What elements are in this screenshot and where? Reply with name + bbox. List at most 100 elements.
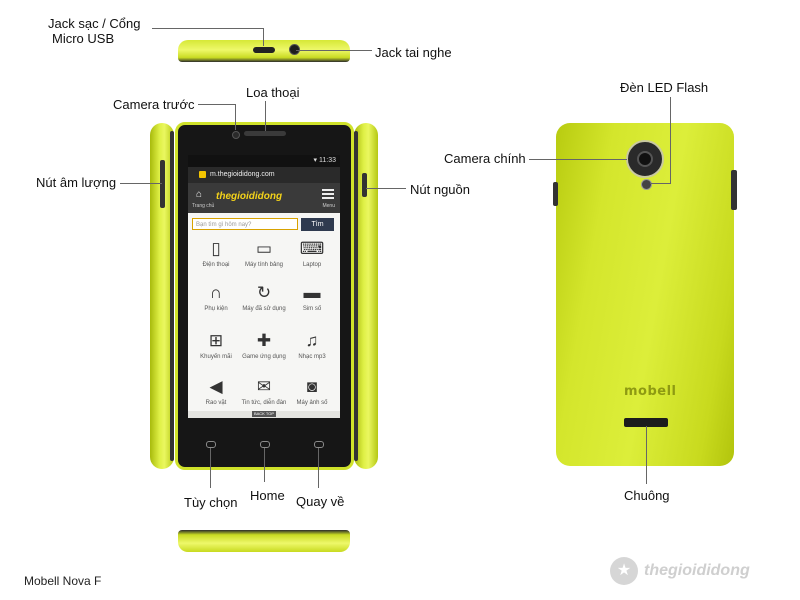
label-charging-port-line1: Jack sạc / Cổng xyxy=(48,16,141,31)
category-label: Máy tính bảng xyxy=(244,262,284,268)
label-home-key: Home xyxy=(250,488,285,503)
site-header: ⌂ Trang chủ thegioididong Menu xyxy=(188,183,340,213)
favicon-icon xyxy=(199,171,206,178)
used-device-icon: ↻ xyxy=(256,283,272,302)
category-label: Rao vặt xyxy=(205,400,227,406)
status-bar: ▾ 11:33 xyxy=(188,155,340,167)
category-label: Phụ kiện xyxy=(204,306,228,312)
back-side-button-left xyxy=(553,182,558,206)
leader-home-key xyxy=(264,448,265,482)
camera-icon: ◙ xyxy=(306,377,318,396)
leader-led-flash xyxy=(670,97,671,183)
screen-footer: BACK TOP xyxy=(188,411,340,418)
sim-icon: ▬ xyxy=(303,283,321,302)
front-camera xyxy=(232,131,240,139)
leader-speaker xyxy=(646,426,647,484)
phone-bottom-edge xyxy=(178,530,350,552)
search-input[interactable]: Bạn tìm gì hôm nay? xyxy=(192,218,298,230)
leader-headphone-jack xyxy=(296,50,372,51)
category-label: Game ứng dụng xyxy=(242,354,286,360)
menu-key-icon xyxy=(206,441,216,448)
loudspeaker-grille xyxy=(624,418,668,427)
leader-earpiece xyxy=(265,101,266,131)
label-front-camera: Camera trước xyxy=(113,97,195,112)
home-label: Trang chủ xyxy=(192,203,215,209)
category-label: Tin tức, diễn đàn xyxy=(241,400,287,406)
leader-charging-port xyxy=(152,28,264,29)
label-back-key: Quay về xyxy=(296,494,345,509)
leader-power-button xyxy=(366,188,406,189)
tablet-icon: ▭ xyxy=(255,239,273,258)
category-item[interactable]: ⌨ Laptop xyxy=(288,237,336,289)
watermark-runner-icon: ★ xyxy=(610,557,638,585)
led-flash xyxy=(641,179,652,190)
category-item[interactable]: ⊞ Khuyến mãi xyxy=(192,329,240,381)
category-item[interactable]: ✚ Game ứng dụng xyxy=(240,329,288,381)
music-icon: ♫ xyxy=(305,331,319,350)
category-label: Khuyến mãi xyxy=(200,354,232,360)
label-headphone-jack: Jack tai nghe xyxy=(375,45,452,60)
headphones-icon: ∩ xyxy=(209,283,223,302)
back-brand-logo: mobell xyxy=(624,384,677,399)
category-item[interactable]: ♫ Nhạc mp3 xyxy=(288,329,336,381)
category-label: Điện thoại xyxy=(202,262,230,268)
power-button xyxy=(362,173,367,197)
search-button[interactable]: Tìm xyxy=(301,218,334,231)
category-item[interactable]: ∩ Phụ kiện xyxy=(192,281,240,333)
category-label: Nhạc mp3 xyxy=(298,354,326,360)
menu-icon[interactable] xyxy=(322,189,334,199)
category-label: Máy đã sử dụng xyxy=(242,306,286,312)
status-time: 11:33 xyxy=(319,157,336,164)
leader-main-camera xyxy=(529,159,627,160)
footer-strip-label[interactable]: BACK TOP xyxy=(252,411,276,417)
model-caption: Mobell Nova F xyxy=(24,574,102,588)
leader-volume-button xyxy=(120,183,162,184)
micro-usb-port xyxy=(253,47,275,53)
address-bar[interactable]: m.thegioididong.com xyxy=(188,167,340,183)
headphone-jack-port xyxy=(289,44,300,55)
leader-back-key xyxy=(318,448,319,488)
leader-led-flash-hook xyxy=(650,183,671,184)
label-speaker: Chuông xyxy=(624,488,670,503)
leader-front-camera xyxy=(198,104,235,105)
earpiece-speaker xyxy=(244,131,286,136)
home-icon[interactable]: ⌂ xyxy=(196,189,203,200)
leader-front-camera-drop xyxy=(235,104,236,130)
address-url: m.thegioididong.com xyxy=(210,171,275,178)
menu-label: Menu xyxy=(322,203,335,209)
category-item[interactable]: ✉ Tin tức, diễn đàn xyxy=(240,375,288,418)
category-label: Sim số xyxy=(302,306,322,312)
search-row: Bạn tìm gì hôm nay? Tìm xyxy=(192,218,336,232)
category-item[interactable]: ▬ Sim số xyxy=(288,281,336,333)
gamepad-icon: ✚ xyxy=(256,331,272,350)
label-menu-key: Tùy chọn xyxy=(184,495,238,510)
label-volume-button: Nút âm lượng xyxy=(36,175,117,190)
label-power-button: Nút nguồn xyxy=(410,182,470,197)
watermark-text: thegioididong xyxy=(644,562,750,579)
category-label: Máy ảnh số xyxy=(296,400,328,406)
back-key-icon xyxy=(314,441,324,448)
laptop-icon: ⌨ xyxy=(299,239,325,258)
news-icon: ✉ xyxy=(256,377,272,396)
category-item[interactable]: ▯ Điện thoại xyxy=(192,237,240,289)
label-charging-port-line2: Micro USB xyxy=(52,31,115,46)
camera-lens-icon xyxy=(637,151,653,167)
phone-screen: ▾ 11:33 m.thegioididong.com ⌂ Trang chủ … xyxy=(188,155,340,418)
phone-icon: ▯ xyxy=(211,239,221,258)
home-key-icon xyxy=(260,441,270,448)
label-main-camera: Camera chính xyxy=(444,151,526,166)
category-item[interactable]: ▭ Máy tính bảng xyxy=(240,237,288,289)
label-earpiece: Loa thoại xyxy=(246,85,300,100)
volume-button xyxy=(160,160,165,208)
main-camera xyxy=(626,140,664,178)
label-charging-port: Jack sạc / Cổng Micro USB xyxy=(48,16,158,46)
category-item[interactable]: ◀ Rao vặt xyxy=(192,375,240,418)
gift-icon: ⊞ xyxy=(208,331,224,350)
leader-menu-key xyxy=(210,448,211,488)
wifi-icon: ▾ xyxy=(313,157,318,164)
back-side-button xyxy=(731,170,737,210)
category-item[interactable]: ↻ Máy đã sử dụng xyxy=(240,281,288,333)
megaphone-icon: ◀ xyxy=(209,377,223,396)
site-logo: thegioididong xyxy=(216,191,283,202)
category-item[interactable]: ◙ Máy ảnh số xyxy=(288,375,336,418)
